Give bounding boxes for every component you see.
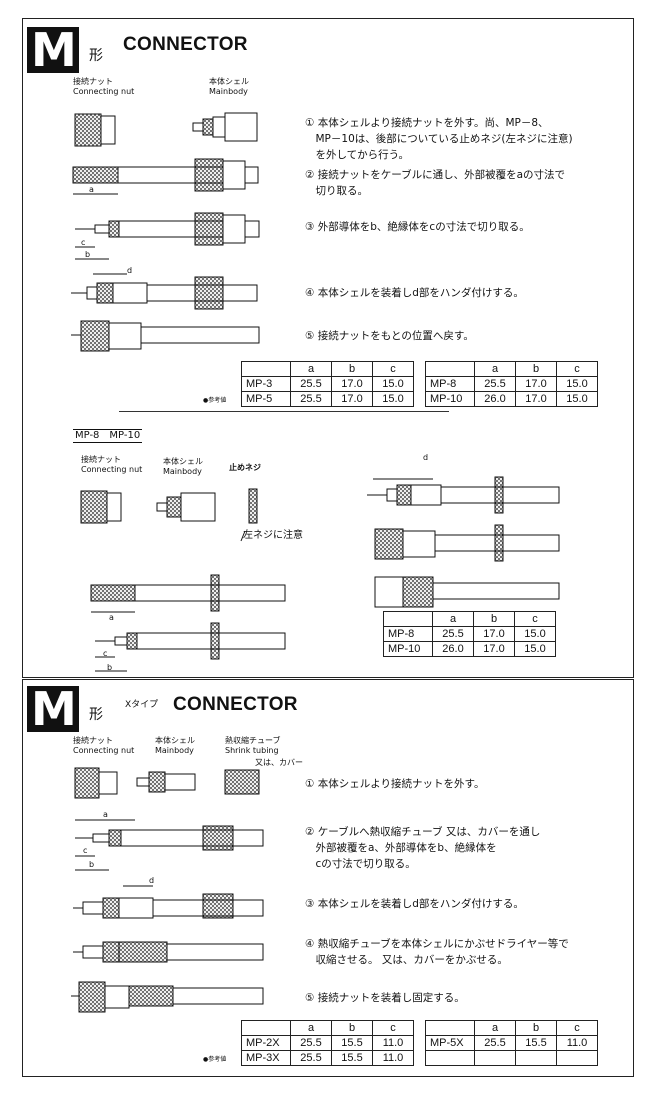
dim-b: b [85, 250, 91, 259]
step-2: ② 接続ナットをケーブルに通し、外部被覆をaの寸法で 切り取る。 [305, 169, 566, 197]
label-mainbody: 本体シェル Mainbody [209, 77, 249, 96]
x-step-3: ③ 本体シェルを装着しd部をハンダ付けする。 [305, 898, 524, 910]
assembly-illustrations [71, 112, 260, 352]
dim-d-right: d [423, 453, 429, 462]
x-type-illustrations [71, 767, 264, 1013]
x-type-connector-panel: M 形 Xタイプ CONNECTOR 接続ナット Connecting nut … [22, 679, 634, 1077]
reference-note: ●参考値 [203, 397, 227, 404]
title-prefix-x: Xタイプ [125, 700, 159, 710]
dim-c-lower: c [103, 649, 108, 658]
reference-note-x: ●参考値 [203, 1056, 227, 1063]
title-kata: 形 [89, 48, 103, 64]
step-4: ④ 本体シェルを装着しd部をハンダ付けする。 [305, 287, 524, 299]
step-5: ⑤ 接続ナットをもとの位置へ戻す。 [305, 330, 474, 342]
mp8-illustrations [80, 476, 560, 672]
x-step-4: ④ 熱収縮チューブを本体シェルにかぶせドライヤー等で 収縮させる。 又は、カバー… [305, 938, 569, 966]
label-mainbody-x: 本体シェル Mainbody [155, 736, 195, 755]
dim-d-x: d [149, 876, 155, 885]
label-connecting-nut-x: 接続ナット Connecting nut [73, 736, 135, 755]
label-mainbody-2: 本体シェル Mainbody [163, 457, 203, 476]
x-step-1: ① 本体シェルより接続ナットを外す。 [305, 778, 485, 790]
label-shrink-tubing: 熱収縮チューブ Shrink tubing [225, 736, 281, 755]
dim-a: a [89, 185, 94, 194]
divider [119, 411, 449, 412]
dim-d: d [127, 266, 133, 275]
label-connecting-nut-2: 接続ナット Connecting nut [81, 455, 143, 474]
label-cover: 又は、カバー [255, 758, 303, 767]
step-3: ③ 外部導体をb、絶縁体をcの寸法で切り取る。 [305, 221, 530, 233]
dim-c-x: c [83, 846, 88, 855]
step-1: ① 本体シェルより接続ナットを外す。尚、MP－8、 MP－10は、後部についてい… [305, 117, 573, 161]
title-letter-x: M [27, 686, 79, 732]
dim-c: c [81, 238, 86, 247]
x-step-5: ⑤ 接続ナットを装着し固定する。 [305, 992, 465, 1004]
title-letter: M [27, 27, 79, 73]
sub-heading: MP-8 MP-10 [73, 429, 143, 443]
dim-a-x: a [103, 810, 108, 819]
x-step-2: ② ケーブルへ熱収縮チューブ 又は、カバーを通し 外部被覆をa、外部導体をb、絶… [305, 826, 541, 870]
connector-panel: M 形 CONNECTOR 接続ナット Connecting nut 本体シェル… [22, 18, 634, 678]
page-title: CONNECTOR [123, 34, 248, 55]
dim-a-lower: a [109, 613, 114, 622]
page-title-x: CONNECTOR [173, 694, 298, 715]
left-thread-note: 左ネジに注意 [243, 530, 303, 541]
label-set-screw: 止めネジ [229, 463, 261, 472]
label-connecting-nut: 接続ナット Connecting nut [73, 77, 135, 96]
title-kata-x: 形 [89, 707, 103, 723]
dim-b-x: b [89, 860, 95, 869]
dim-b-lower: b [107, 663, 113, 672]
